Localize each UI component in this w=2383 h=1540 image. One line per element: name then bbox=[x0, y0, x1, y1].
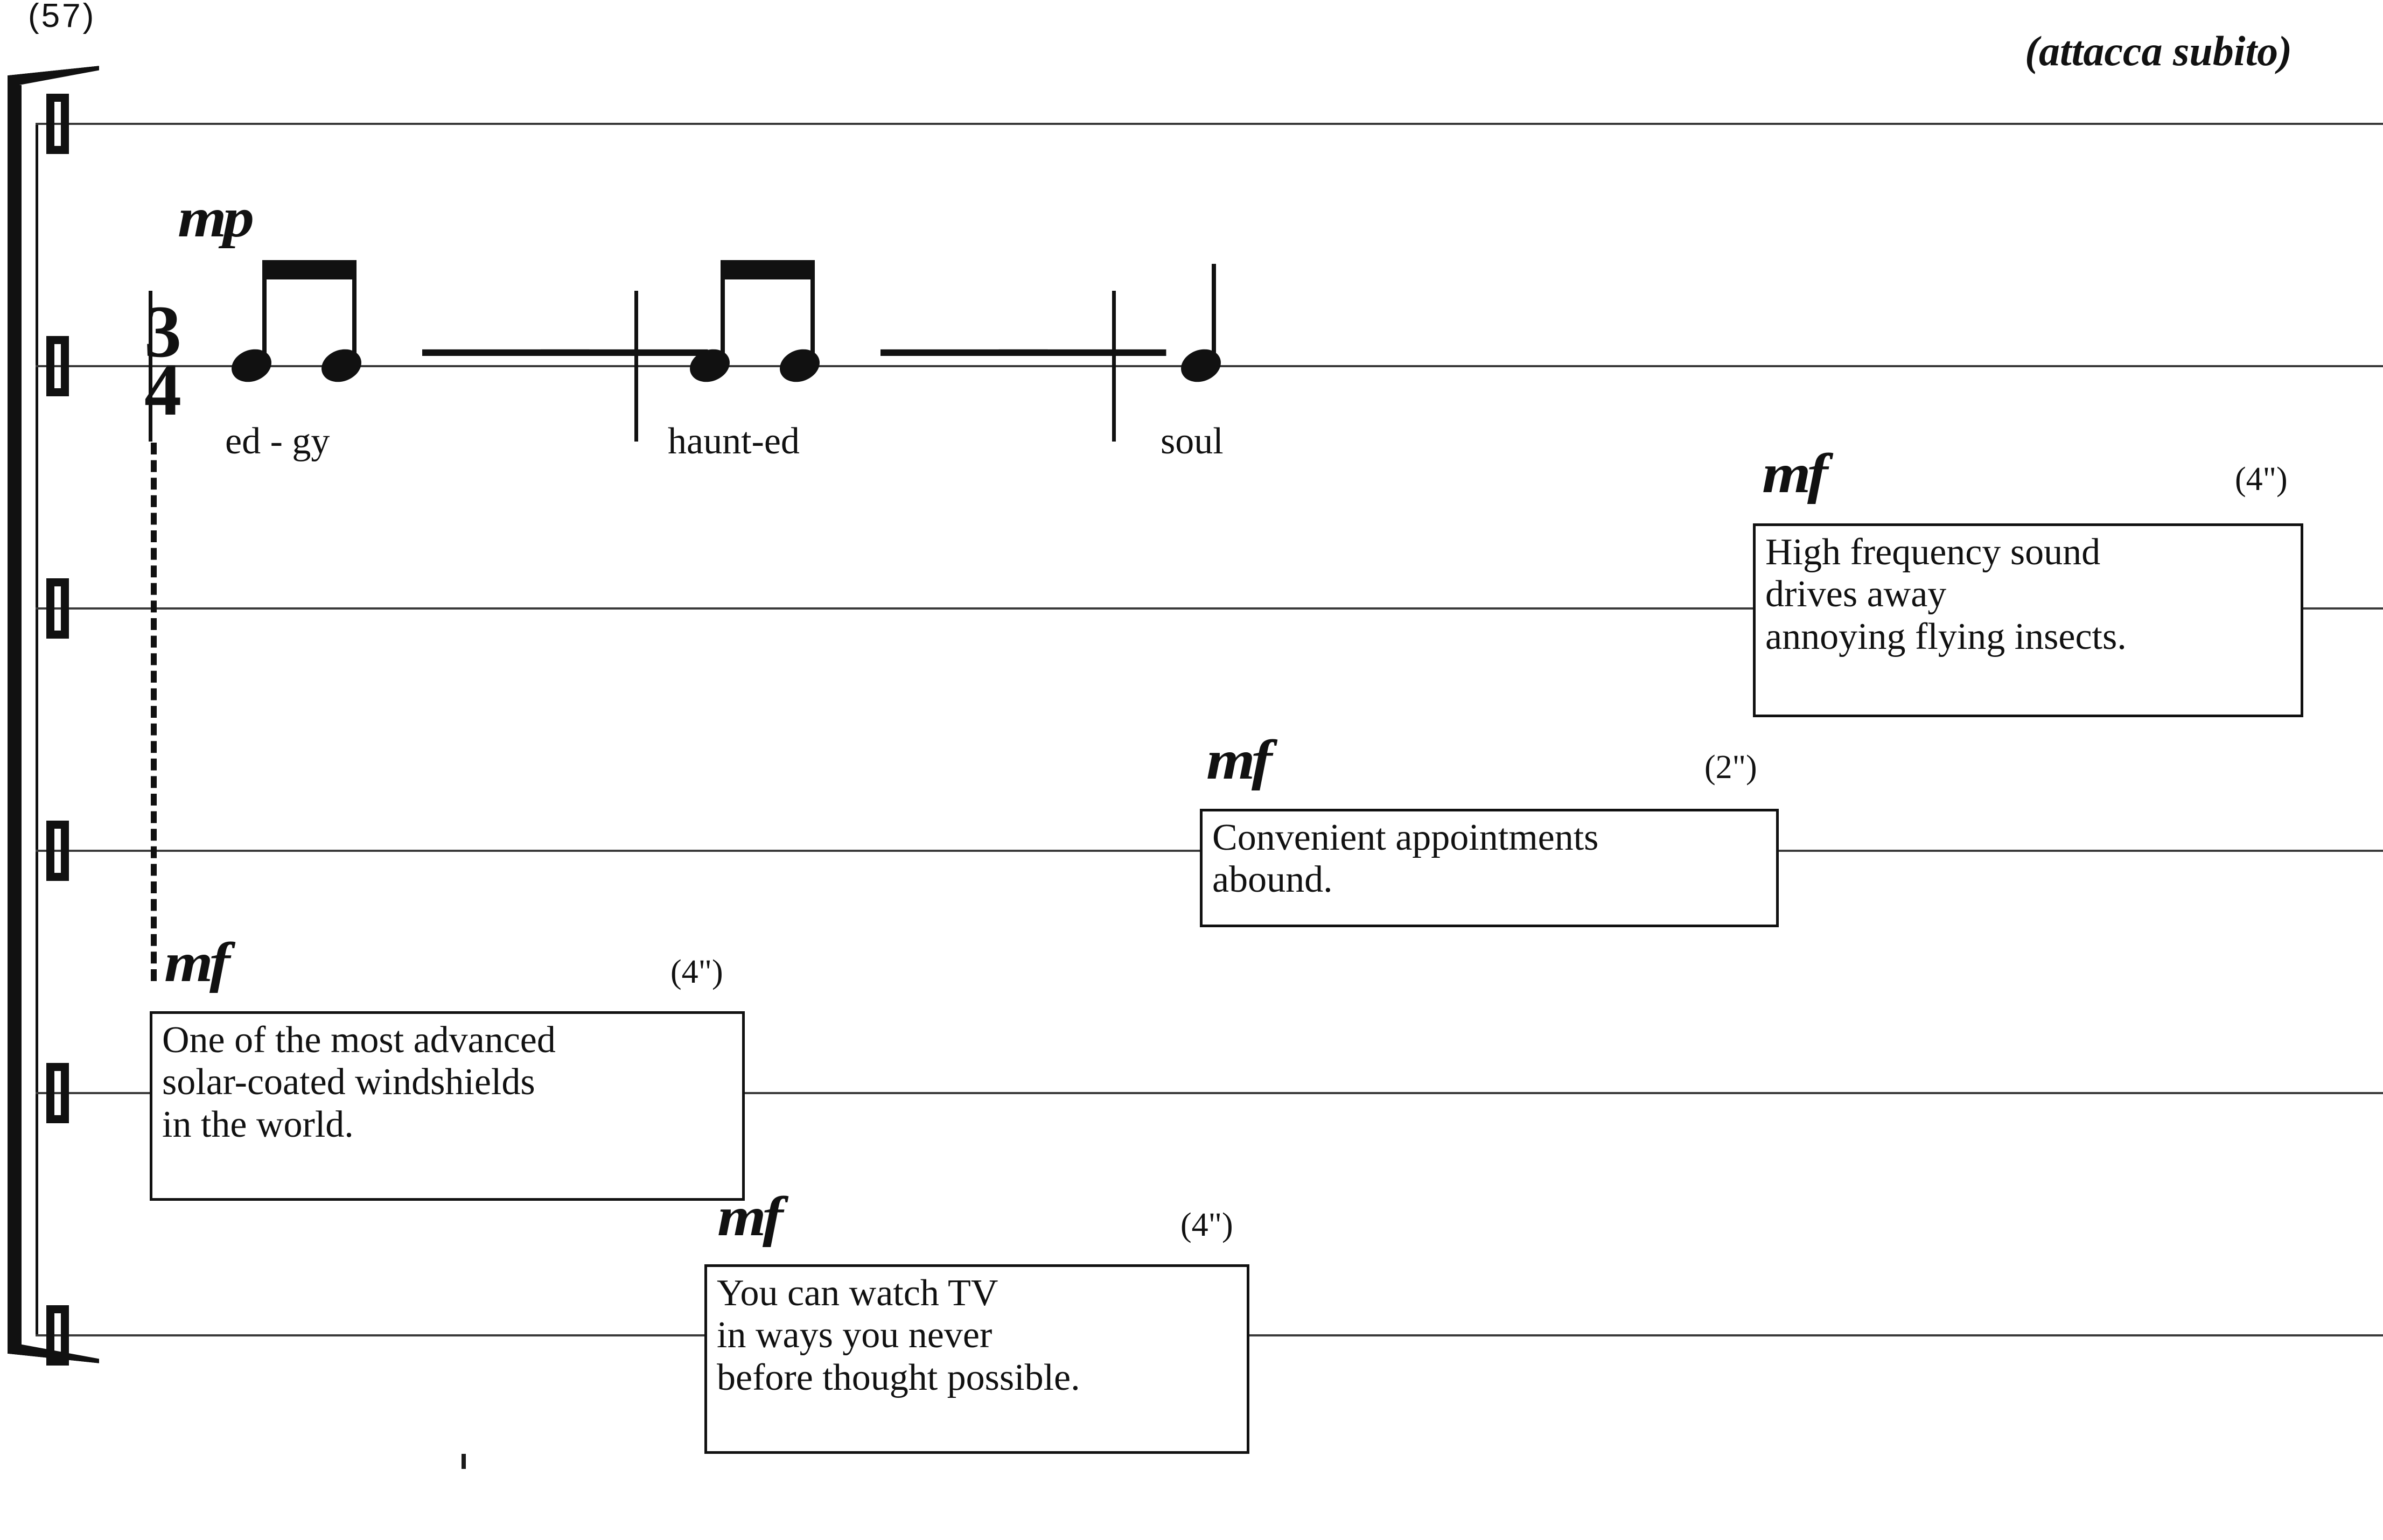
spoken-textbox-convenient: Convenient appointments abound. bbox=[1200, 809, 1779, 927]
box-clef-icon-6 bbox=[46, 1305, 69, 1366]
performance-direction-attacca: (attacca subito) bbox=[2025, 27, 2293, 74]
beam-measure-2 bbox=[721, 260, 815, 279]
spoken-line: drives away bbox=[1765, 573, 1947, 615]
box-clef-icon-1 bbox=[46, 94, 69, 154]
duration-high-frequency: (4") bbox=[2235, 461, 2288, 498]
beam-measure-1 bbox=[262, 260, 357, 279]
staff-line-3 bbox=[36, 607, 2383, 610]
spoken-line: abound. bbox=[1212, 859, 1333, 901]
spoken-textbox-high-frequency: High frequency sound drives away annoyin… bbox=[1753, 523, 2303, 717]
spoken-textbox-windshields: One of the most advanced solar-coated wi… bbox=[150, 1011, 745, 1201]
dynamic-mf-high-frequency: mf bbox=[1762, 443, 1828, 505]
quarter-rest-3: ⸺ bbox=[876, 285, 1053, 408]
barline-1 bbox=[634, 291, 638, 442]
spoken-line: solar-coated windshields bbox=[162, 1061, 535, 1103]
spoken-line: in the world. bbox=[162, 1103, 354, 1145]
lyric-measure-1: ed - gy bbox=[225, 421, 330, 462]
notehead-1 bbox=[227, 344, 276, 388]
dynamic-mf-convenient: mf bbox=[1206, 729, 1273, 791]
duration-windshields: (4") bbox=[670, 954, 723, 990]
spoken-textbox-watch-tv: You can watch TV in ways you never befor… bbox=[704, 1264, 1249, 1454]
lyric-measure-3: soul bbox=[1161, 421, 1224, 462]
staff-line-1 bbox=[36, 123, 2383, 125]
box-clef-icon-2 bbox=[46, 336, 69, 396]
box-clef-icon-3 bbox=[46, 578, 69, 639]
stem-note-2 bbox=[352, 260, 357, 367]
duration-convenient: (2") bbox=[1704, 749, 1757, 786]
spoken-line: Convenient appointments bbox=[1212, 817, 1599, 858]
dynamic-mf-windshields: mf bbox=[164, 932, 230, 993]
spoken-line: One of the most advanced bbox=[162, 1019, 556, 1061]
barline-start bbox=[149, 291, 152, 442]
quarter-rest-2: ⸺ bbox=[536, 285, 713, 408]
spoken-line: High frequency sound bbox=[1765, 531, 2101, 573]
box-clef-icon-5 bbox=[46, 1063, 69, 1123]
duration-watch-tv: (4") bbox=[1180, 1207, 1233, 1243]
box-clef-icon-4 bbox=[46, 821, 69, 881]
dynamic-mf-watch-tv: mf bbox=[717, 1186, 784, 1248]
notehead-4 bbox=[775, 344, 824, 388]
notehead-5 bbox=[1176, 344, 1226, 388]
notehead-2 bbox=[317, 344, 366, 388]
lyric-measure-2: haunt-ed bbox=[668, 421, 800, 462]
stem-note-5 bbox=[1212, 264, 1216, 366]
barline-2 bbox=[1112, 291, 1116, 442]
system-left-barline bbox=[36, 123, 38, 1334]
system-bracket bbox=[8, 85, 22, 1349]
spoken-line: annoying flying insects. bbox=[1765, 615, 2127, 657]
spoken-line: You can watch TV bbox=[717, 1272, 998, 1314]
stem-note-3 bbox=[721, 260, 725, 367]
staff-line-5 bbox=[36, 1092, 2383, 1094]
quarter-rest-1: ⸺ bbox=[417, 285, 595, 408]
spoken-line: in ways you never bbox=[717, 1314, 993, 1356]
system-bracket-tip-top bbox=[8, 66, 99, 87]
dynamic-mp: mp bbox=[178, 187, 254, 249]
alignment-tick-mark bbox=[462, 1454, 466, 1469]
rehearsal-number: (57) bbox=[28, 0, 96, 34]
dashed-alignment-line bbox=[151, 443, 157, 981]
stem-note-1 bbox=[262, 260, 267, 367]
spoken-line: before thought possible. bbox=[717, 1356, 1080, 1398]
quarter-rest-4: ⸺ bbox=[994, 285, 1171, 408]
stem-note-4 bbox=[810, 260, 815, 367]
